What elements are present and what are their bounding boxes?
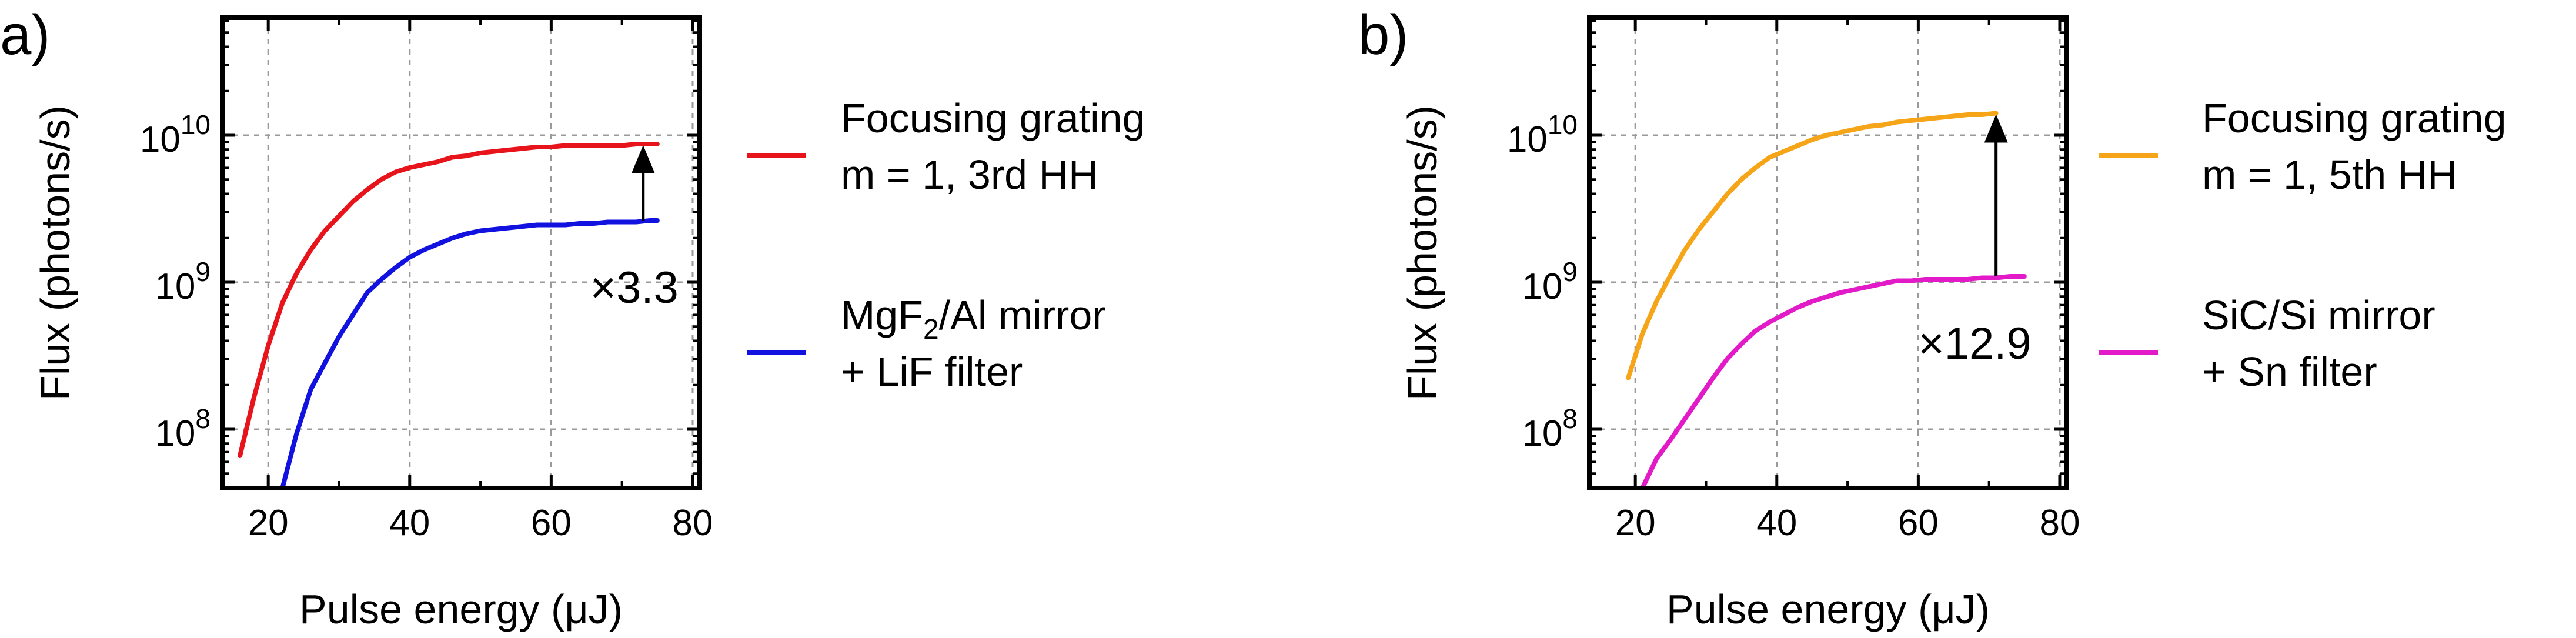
- legend-label-1-line-1: Focusing grating: [2202, 95, 2507, 141]
- annotation-arrow-head: [1984, 114, 2008, 143]
- series-line-2: [1640, 274, 2027, 490]
- x-tick-label: 40: [1756, 503, 1797, 543]
- series-line-2: [280, 218, 660, 490]
- legend-label-1-line-1: Focusing grating: [841, 95, 1145, 141]
- plot-frame: [220, 15, 702, 490]
- x-tick-label: 80: [2039, 503, 2080, 543]
- y-tick-label: 108: [1522, 403, 1578, 454]
- y-tick-label: 1010: [140, 109, 211, 160]
- x-tick-label: 60: [1898, 503, 1939, 543]
- series-line-1: [1626, 111, 1999, 380]
- annotation-label: ×3.3: [590, 263, 679, 313]
- legend-label-2-line-1: SiC/Si mirror: [2202, 292, 2435, 338]
- legend-label-1-line-2: m = 1, 5th HH: [2202, 152, 2457, 198]
- y-axis-label: Flux (photons/s): [32, 105, 78, 400]
- x-tick-label: 20: [1615, 503, 1656, 543]
- y-tick-label: 1010: [1507, 109, 1578, 160]
- legend-label-2-line-1: MgF2/Al mirror: [841, 292, 1106, 345]
- x-tick-label: 80: [672, 503, 713, 543]
- x-tick-label: 40: [389, 503, 430, 543]
- panel-label: b): [1358, 4, 1408, 66]
- annotation-label: ×12.9: [1918, 319, 2031, 369]
- y-tick-label: 108: [155, 403, 211, 454]
- x-axis-label: Pulse energy (μJ): [299, 586, 623, 632]
- x-axis-label: Pulse energy (μJ): [1666, 586, 1990, 632]
- legend-label-2-line-2: + LiF filter: [841, 349, 1023, 395]
- x-tick-label: 60: [531, 503, 572, 543]
- panel-label: a): [0, 4, 50, 66]
- legend-label-1-line-2: m = 1, 3rd HH: [841, 152, 1098, 198]
- y-tick-label: 109: [155, 256, 211, 307]
- series-line-1: [238, 142, 660, 458]
- y-axis-label: Flux (photons/s): [1399, 105, 1445, 400]
- plot-frame: [1587, 15, 2069, 490]
- y-tick-label: 109: [1522, 256, 1578, 307]
- legend-label-2-line-2: + Sn filter: [2202, 349, 2377, 395]
- annotation-arrow-head: [631, 145, 655, 173]
- x-tick-label: 20: [248, 503, 289, 543]
